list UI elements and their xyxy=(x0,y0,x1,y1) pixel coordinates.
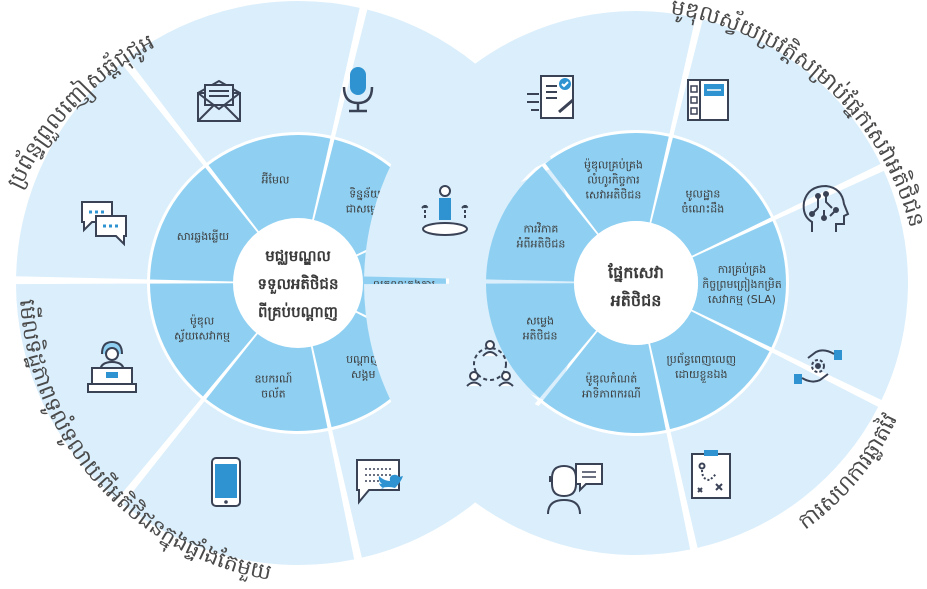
left-segment-label-line: សារឆ្លងឆ្លើយ xyxy=(177,229,229,243)
agent-chat-icon xyxy=(547,463,603,515)
left-segment-label-line: ម៉ូឌុល xyxy=(190,314,214,329)
left-inner-segment-email xyxy=(208,135,331,233)
left-segment-label-email: អ៊ីមែល xyxy=(261,171,289,186)
right-segment-label-line: ចំណេះដឹង xyxy=(682,201,725,215)
social-message-icon xyxy=(356,459,403,505)
right-segment-label-line: ម៉ូឌុលកំណត់ xyxy=(585,372,637,387)
left-segment-label-self-service: ម៉ូឌុលស្វ័យសេវាកម្ម xyxy=(174,314,230,343)
right-segment-label-line: មូលដ្ឋាន xyxy=(685,187,720,201)
left-outer-segment-chat-reply xyxy=(16,63,204,280)
right-outer-segment-auto-complete xyxy=(670,352,879,548)
chat-bubbles-icon xyxy=(81,201,127,247)
left-segment-label-line: ទិន្នន័យ xyxy=(349,186,380,200)
left-outer-segment-email xyxy=(127,0,360,163)
file-cabinet-icon xyxy=(687,79,729,121)
right-inner-segment-priority-module xyxy=(542,331,666,433)
left-hub-line2: ទទួលអតិថិជន xyxy=(258,274,339,295)
left-hub-line1: មជ្ឈមណ្ឌល xyxy=(265,247,331,265)
right-hub-line1: ផ្នែកសេវា xyxy=(607,262,664,283)
right-segment-label-service-workflow: ម៉ូឌុលគ្រប់គ្រងលំហូរកិច្ចការសេវាអតិថិជន xyxy=(584,157,643,201)
right-outer-segment-customer-analysis xyxy=(364,71,541,280)
right-segment-label-line: អតិថិជន xyxy=(523,329,558,343)
right-segment-label-line: អាទិភាពករណី xyxy=(582,387,641,401)
right-inner-segment-auto-complete xyxy=(650,311,770,430)
right-segment-label-line: ប្រព័ន្ធពេញលេញ xyxy=(666,352,736,366)
right-segment-label-customer-voice: សម្លេងអតិថិជន xyxy=(523,315,558,343)
right-segment-label-sla-management: ការគ្រប់គ្រងកិច្ចព្រមព្រៀងកម្រិតសេវាកម្ម… xyxy=(702,262,781,306)
right-inner-ring xyxy=(486,132,787,433)
left-segment-label-line: បណ្តាញ xyxy=(346,353,380,366)
right-inner-segment-service-workflow xyxy=(545,132,669,234)
right-segment-label-line: សម្លេង xyxy=(526,315,554,328)
hands-gear-icon xyxy=(794,349,842,384)
right-segment-label-line: សេវាកម្ម (SLA) xyxy=(708,293,776,306)
network-people-icon xyxy=(466,340,514,387)
right-segment-label-line: សេវាអតិថិជន xyxy=(586,187,642,201)
left-segment-label-line: សង្គម xyxy=(351,368,375,381)
left-segment-label-chat-reply: សារឆ្លងឆ្លើយ xyxy=(177,229,229,243)
left-segment-label-mobile-device: ឧបករណ៍ចល័ត xyxy=(254,372,292,401)
left-segment-label-line: ចល័ត xyxy=(261,387,285,401)
left-segment-label-line: ស្វ័យសេវាកម្ម xyxy=(174,329,230,343)
envelope-icon xyxy=(197,79,241,122)
right-segment-label-line: លំហូរកិច្ចការ xyxy=(587,172,639,187)
right-inner-segment-customer-voice xyxy=(486,283,597,399)
ai-head-icon xyxy=(802,184,850,232)
right-segment-label-knowledge-base: មូលដ្ឋានចំណេះដឹង xyxy=(682,187,725,215)
microphone-icon xyxy=(342,67,374,113)
right-hub-line2: អតិថិជន xyxy=(611,290,662,310)
right-wheel: ផ្នែកសេវា អតិថិជន ម៉ូឌុលគ្រប់គ្រងលំហូរកិ… xyxy=(364,11,908,556)
left-hub-line3: ពីគ្រប់បណ្តាញ xyxy=(258,302,338,321)
left-inner-segment-chat-reply xyxy=(150,167,258,282)
right-segment-label-auto-complete: ប្រព័ន្ធពេញលេញដោយខ្លួនឯង xyxy=(666,352,736,383)
left-segment-label-line: ឧបករណ៍ xyxy=(254,372,292,386)
right-segment-label-priority-module: ម៉ូឌុលកំណត់អាទិភាពករណី xyxy=(582,372,641,401)
right-outer-segment-knowledge-base xyxy=(673,19,881,217)
left-inner-segment-self-service xyxy=(150,283,257,397)
right-inner-segment-sla-management xyxy=(691,221,787,348)
right-inner-segment-customer-analysis xyxy=(486,166,598,282)
right-outer-segment-service-workflow xyxy=(471,11,696,162)
right-segment-label-customer-analysis: ការវិភាគអំពីអតិថិជន xyxy=(517,222,566,251)
right-segment-label-line: ដោយខ្លួនឯង xyxy=(675,368,727,383)
left-segment-label-line: អ៊ីមែល xyxy=(261,171,289,186)
right-segment-label-line: ម៉ូឌុលគ្រប់គ្រង xyxy=(584,157,643,172)
kiosk-agent-icon xyxy=(87,340,137,393)
right-outer-segment-customer-voice xyxy=(364,283,538,492)
person-analysis-icon xyxy=(421,185,469,236)
left-hub-circle xyxy=(233,218,363,348)
left-inner-segment-mobile-device xyxy=(206,333,328,431)
checklist-document-icon xyxy=(527,75,574,119)
right-segment-label-line: អំពីអតិថិជន xyxy=(517,237,566,251)
right-segment-label-line: ការគ្រប់គ្រង xyxy=(718,262,766,276)
right-inner-segment-knowledge-base xyxy=(651,137,771,256)
right-outer-ring xyxy=(364,11,908,556)
right-hub-circle xyxy=(574,221,698,345)
right-segment-label-line: កិច្ចព្រមព្រៀងកម្រិត xyxy=(702,277,781,292)
smartphone-icon xyxy=(211,457,241,507)
right-outer-segment-sla-management xyxy=(774,170,908,401)
right-segment-label-line: ការវិភាគ xyxy=(523,222,558,236)
left-segment-label-social-network: បណ្តាញសង្គម xyxy=(346,353,380,381)
strategy-board-icon xyxy=(691,450,731,499)
